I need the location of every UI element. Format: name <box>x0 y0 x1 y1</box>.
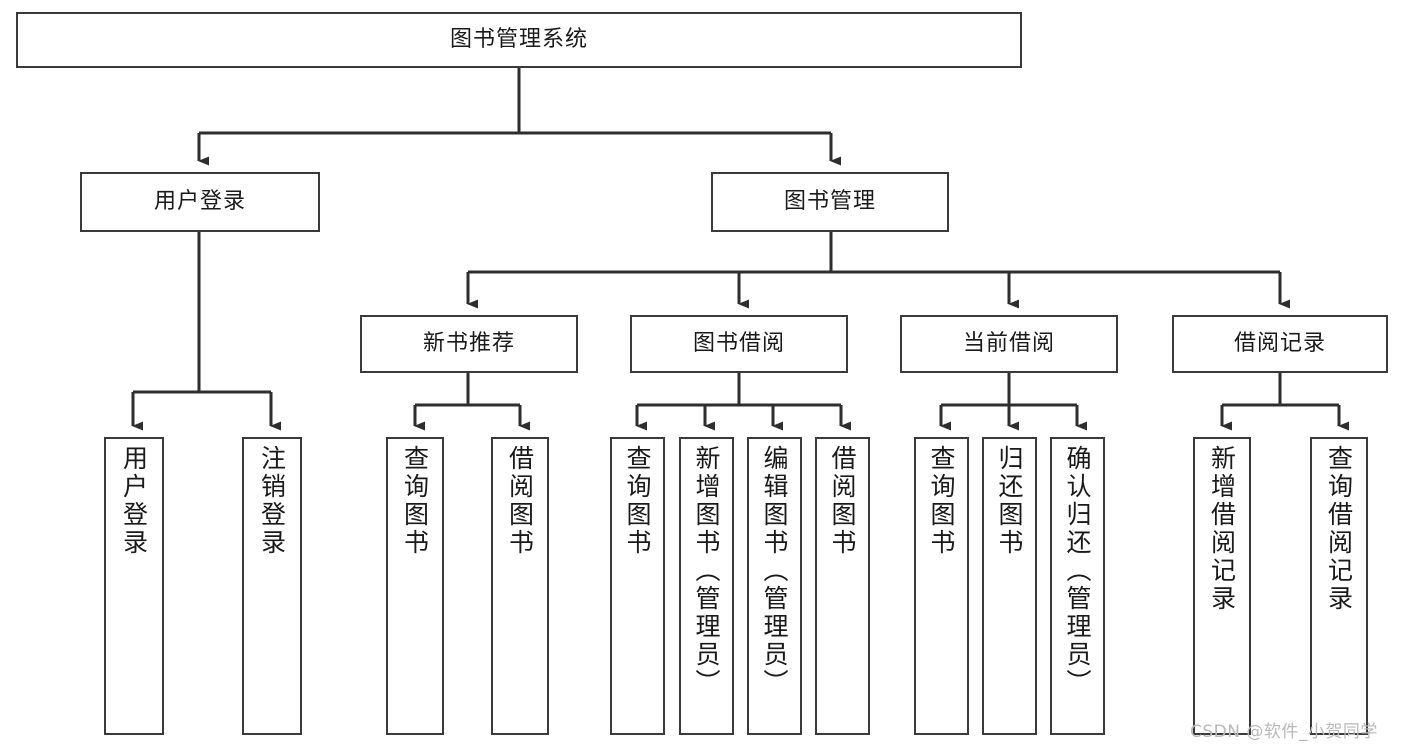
node-borrow-record[interactable]: 借阅记录 <box>1172 315 1388 373</box>
leaf-current-return-book[interactable]: 归还图书 <box>982 437 1037 735</box>
leaf-borrow-borrow-book[interactable]: 借阅图书 <box>815 437 870 735</box>
node-label: 查询借阅记录 <box>1324 445 1354 613</box>
csdn-watermark: CSDN @软件_小贺同学 <box>1190 722 1378 742</box>
leaf-current-confirm-return-admin[interactable]: 确认归还（管理员） <box>1050 437 1105 735</box>
node-book-borrow[interactable]: 图书借阅 <box>630 315 848 373</box>
node-label: 用户登录 <box>119 445 149 557</box>
node-current-borrow[interactable]: 当前借阅 <box>900 315 1118 373</box>
node-new-book-recommend[interactable]: 新书推荐 <box>360 315 578 373</box>
node-label: 归还图书 <box>995 445 1024 557</box>
node-label: 注销登录 <box>257 445 287 557</box>
node-label: 借阅图书 <box>828 445 857 557</box>
node-label: 用户登录 <box>153 189 246 215</box>
leaf-current-query-book[interactable]: 查询图书 <box>914 437 969 735</box>
leaf-borrow-edit-book-admin[interactable]: 编辑图书（管理员） <box>747 437 802 735</box>
node-label: 当前借阅 <box>962 331 1055 357</box>
leaf-borrow-query-book[interactable]: 查询图书 <box>610 437 665 735</box>
leaf-record-add-record[interactable]: 新增借阅记录 <box>1193 437 1251 735</box>
node-label: 确认归还（管理员） <box>1063 445 1092 697</box>
node-label: 图书管理系统 <box>449 27 588 53</box>
node-label: 借阅记录 <box>1233 331 1326 357</box>
node-book-management[interactable]: 图书管理 <box>711 172 949 232</box>
node-label: 借阅图书 <box>505 445 535 557</box>
node-root-system[interactable]: 图书管理系统 <box>16 12 1022 68</box>
leaf-user-login-logout[interactable]: 注销登录 <box>242 437 302 735</box>
leaf-recommend-borrow-book[interactable]: 借阅图书 <box>491 437 549 735</box>
node-label: 查询图书 <box>623 445 652 557</box>
node-label: 图书借阅 <box>692 331 785 357</box>
node-label: 新增图书（管理员） <box>692 445 721 697</box>
node-label: 编辑图书（管理员） <box>760 445 789 697</box>
leaf-borrow-add-book-admin[interactable]: 新增图书（管理员） <box>679 437 734 735</box>
node-label: 新书推荐 <box>422 331 515 357</box>
node-label: 新增借阅记录 <box>1207 445 1237 613</box>
leaf-recommend-query-book[interactable]: 查询图书 <box>386 437 444 735</box>
node-label: 图书管理 <box>783 189 876 215</box>
leaf-user-login-login[interactable]: 用户登录 <box>104 437 164 735</box>
node-user-login[interactable]: 用户登录 <box>80 172 320 232</box>
node-label: 查询图书 <box>400 445 430 557</box>
leaf-record-query-record[interactable]: 查询借阅记录 <box>1310 437 1368 735</box>
node-label: 查询图书 <box>927 445 956 557</box>
